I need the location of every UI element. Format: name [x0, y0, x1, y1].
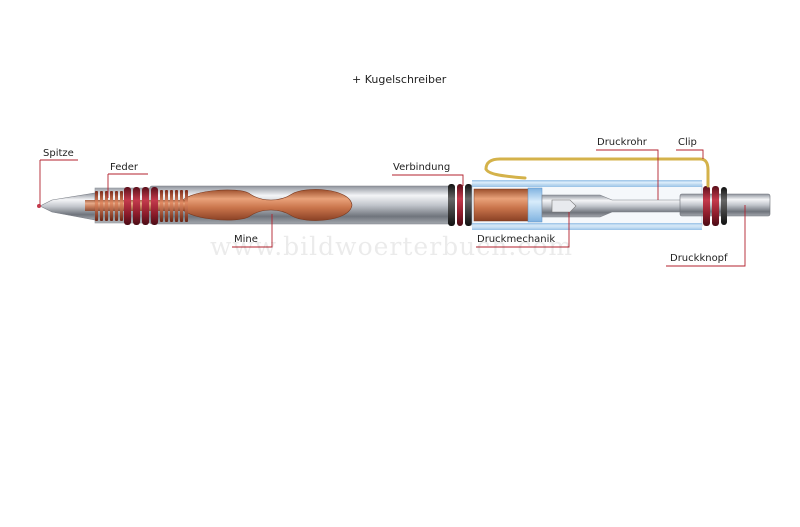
- label-spitze: Spitze: [43, 148, 74, 159]
- mechanism-blue-sleeve: [527, 187, 543, 223]
- rear-tube-bottom-edge: [472, 223, 702, 230]
- leader-mine: [232, 214, 273, 248]
- clip-hook: [484, 167, 527, 180]
- refill-ink: [179, 189, 353, 221]
- title-prefix: +: [352, 73, 362, 86]
- label-clip: Clip: [678, 137, 697, 148]
- leader-druckknopf: [666, 205, 746, 267]
- leader-druckmechanik: [476, 212, 570, 248]
- label-verbindung: Verbindung: [393, 162, 451, 173]
- leader-verbindung: [392, 174, 464, 186]
- connection-rings: [448, 184, 472, 226]
- title-text: Kugelschreiber: [364, 73, 447, 86]
- watermark: www.bildwoerterbuch.com: [210, 232, 574, 261]
- label-feder: Feder: [110, 162, 138, 173]
- refill-rear: [473, 188, 531, 222]
- grip-rings-rear: [703, 186, 727, 226]
- leader-clip: [676, 149, 704, 159]
- leader-lines: [39, 149, 746, 267]
- label-mine: Mine: [234, 234, 258, 245]
- grip-rings-front: [124, 187, 158, 225]
- diagram-title: + Kugelschreiber: [352, 73, 446, 86]
- label-druckmechanik: Druckmechanik: [477, 234, 556, 245]
- label-druckknopf: Druckknopf: [670, 253, 728, 264]
- clip: [484, 157, 710, 188]
- mechanism-cam: [551, 199, 577, 213]
- label-druckrohr: Druckrohr: [597, 137, 647, 148]
- rear-tube-top-edge: [472, 180, 702, 187]
- leader-druckrohr: [596, 149, 659, 200]
- spring-coils: [95, 190, 188, 222]
